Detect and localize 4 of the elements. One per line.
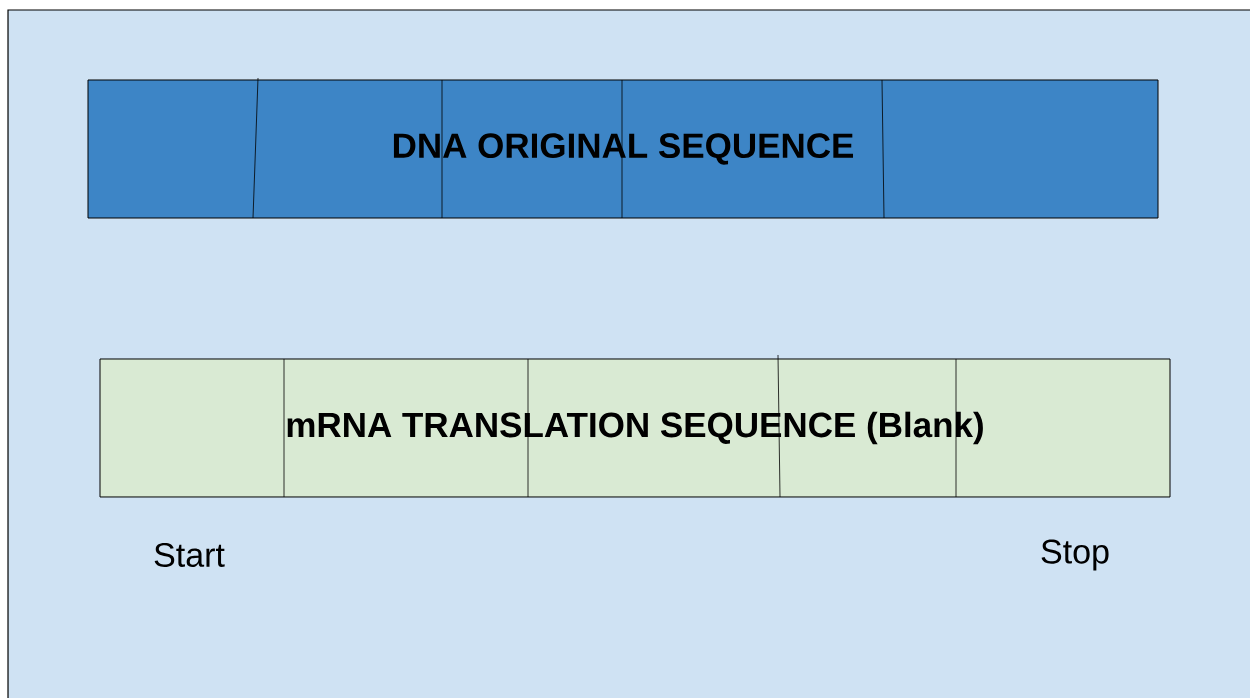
sequence-bar: mRNA TRANSLATION SEQUENCE (Blank) [99, 354, 1171, 498]
position-label: Stop [1041, 539, 1109, 571]
sequence-bar: DNA ORIGINAL SEQUENCE [87, 77, 1159, 219]
position-label: Start [154, 542, 225, 567]
